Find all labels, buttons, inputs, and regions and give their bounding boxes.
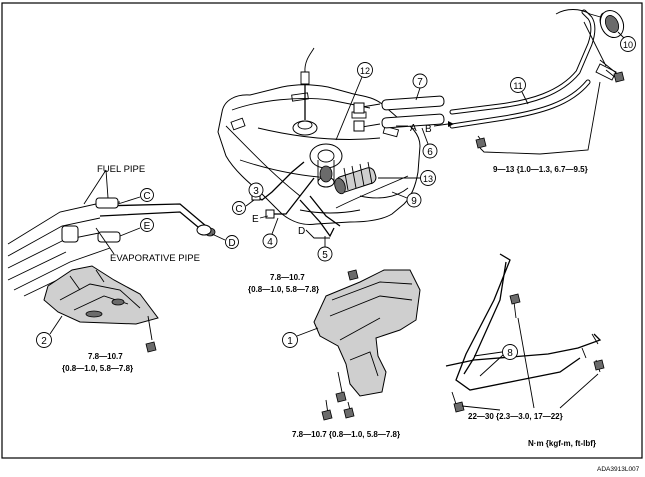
- svg-text:7: 7: [417, 77, 423, 88]
- torque-filler-leader: [479, 81, 601, 155]
- svg-text:1: 1: [287, 336, 293, 347]
- ref-a: A: [396, 123, 417, 134]
- fuel-filler-pipe: [449, 9, 621, 129]
- ref-c-mid: C: [232, 199, 255, 215]
- svg-text:D: D: [298, 226, 305, 237]
- callout-6: 6: [421, 127, 438, 159]
- torque-band-leader: [461, 317, 599, 411]
- torque-front-insulator-bottom: 7.8—10.7 {0.8—1.0, 5.8—7.8}: [292, 430, 400, 439]
- svg-text:4: 4: [267, 237, 273, 248]
- callout-12: 12: [335, 62, 373, 141]
- fuel-filter: [334, 161, 377, 195]
- label-fuel-pipe: FUEL PIPE: [97, 164, 145, 175]
- ref-d-mid: D: [298, 226, 330, 239]
- filler-hose-6-7: [353, 95, 445, 132]
- torque-tank-band: 22—30 {2.3—3.0, 17—22}: [468, 412, 563, 421]
- evap-pipe-leader: [95, 227, 115, 255]
- callout-10: 10: [617, 31, 636, 52]
- torque-front-insulator-top-alt: {0.8—1.0, 5.8—7.8}: [248, 285, 319, 294]
- fuel-filler-cap: [599, 9, 625, 39]
- torque-rear-insulator: 7.8—10.7: [88, 352, 123, 361]
- svg-text:6: 6: [427, 147, 433, 158]
- torque-rear-insulator-alt: {0.8—1.0, 5.8—7.8}: [62, 364, 133, 373]
- svg-text:E: E: [252, 214, 259, 225]
- callout-11: 11: [510, 77, 529, 105]
- torque-front-insulator-top: 7.8—10.7: [270, 273, 305, 282]
- callout-5: 5: [317, 236, 333, 262]
- callout-13: 13: [378, 170, 436, 186]
- svg-text:10: 10: [623, 40, 633, 50]
- fuel-pump-unit: [292, 47, 343, 188]
- callout-9: 9: [391, 191, 422, 208]
- svg-text:13: 13: [423, 174, 433, 184]
- svg-text:A: A: [410, 123, 417, 134]
- fuel-pipe-leader: [83, 169, 109, 205]
- svg-text:D: D: [228, 238, 235, 249]
- svg-text:11: 11: [513, 81, 522, 91]
- torque-units: N·m {kgf-m, ft-lbf}: [528, 439, 596, 448]
- svg-text:5: 5: [322, 250, 328, 261]
- ref-e-left: E: [119, 218, 154, 237]
- svg-text:3: 3: [253, 186, 259, 197]
- callout-1: 1: [282, 327, 319, 348]
- ref-d-left: D: [211, 233, 239, 249]
- fuel-tank-straps: [445, 253, 605, 413]
- ref-e-mid: E: [252, 214, 269, 225]
- svg-text:E: E: [144, 221, 151, 232]
- svg-text:8: 8: [507, 348, 513, 359]
- callout-3: 3: [248, 182, 264, 198]
- heat-insulator-front: [313, 269, 421, 421]
- callout-2: 2: [36, 315, 63, 348]
- diagram-frame: [1, 2, 643, 459]
- filler-pipe-bolt: [475, 69, 625, 149]
- label-evaporative-pipe: EVAPORATIVE PIPE: [110, 253, 200, 264]
- svg-text:12: 12: [360, 66, 370, 76]
- callout-4: 4: [262, 217, 279, 249]
- callout-8: 8: [473, 344, 518, 377]
- svg-text:B: B: [425, 124, 432, 135]
- svg-text:9: 9: [411, 196, 417, 207]
- svg-text:C: C: [235, 204, 242, 215]
- svg-text:2: 2: [41, 336, 47, 347]
- ref-c-left: C: [117, 188, 154, 205]
- svg-text:C: C: [143, 191, 150, 202]
- ref-b: B: [425, 121, 454, 135]
- figure-code: ADA3913L007: [597, 466, 640, 473]
- callout-7: 7: [412, 73, 428, 101]
- torque-filler-pipe: 9—13 {1.0—1.3, 6.7—9.5}: [493, 165, 588, 174]
- heat-insulator-rear: [43, 265, 159, 353]
